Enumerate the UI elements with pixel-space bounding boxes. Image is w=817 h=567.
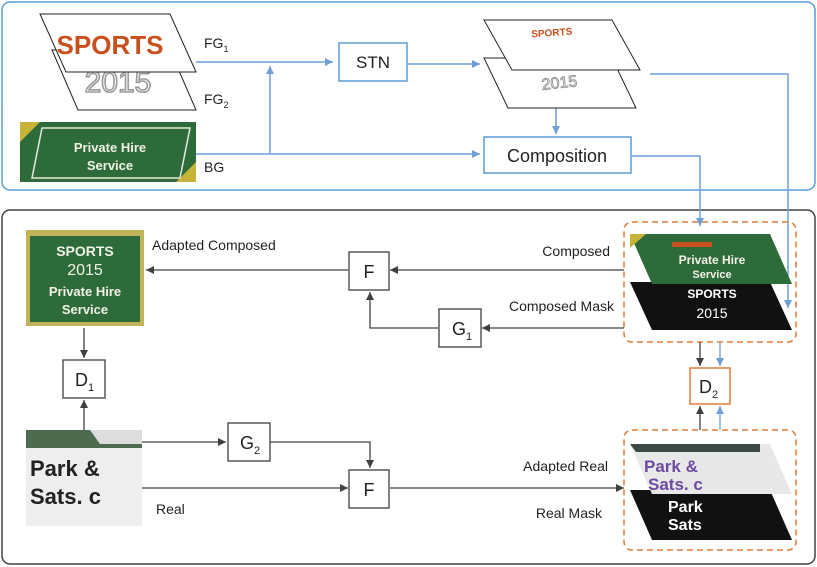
- svg-text:Park &: Park &: [30, 456, 100, 481]
- fg1-thumbnail: SPORTS: [39, 13, 197, 73]
- composed-mask-label: Composed Mask: [509, 298, 615, 314]
- g1-label: G1: [452, 319, 472, 343]
- svg-text:Sats. c: Sats. c: [30, 484, 101, 509]
- fg2-label: FG2: [204, 91, 228, 110]
- bottom-flow-arrows: [80, 266, 704, 492]
- bg-thumb-text-line2: Service: [87, 158, 133, 173]
- bg-label: BG: [204, 159, 224, 175]
- bottom-section-frame: [1, 209, 816, 565]
- svg-text:Service: Service: [692, 269, 731, 281]
- g2-label: G2: [240, 433, 260, 457]
- svg-text:Sats: Sats: [668, 517, 702, 534]
- svg-text:Private Hire: Private Hire: [679, 253, 746, 267]
- real-thumbnail: Park & Sats. c: [26, 430, 142, 526]
- stn-output-fg1: SPORTS: [483, 19, 641, 71]
- real-mask-label: Real Mask: [536, 505, 603, 521]
- fg1-label: FG1: [204, 35, 228, 54]
- f-bottom-box: [348, 469, 390, 509]
- composition-box: [483, 136, 632, 174]
- composed-mask-thumbnail: SPORTS 2015: [630, 282, 792, 330]
- adapted-real-thumbnail: Park & Sats. c: [630, 444, 792, 494]
- composition-label: Composition: [507, 146, 607, 166]
- svg-text:Sats. c: Sats. c: [648, 475, 703, 494]
- g2-box: [227, 422, 271, 462]
- real-mask-thumbnail: Park Sats: [630, 490, 792, 540]
- d1-label: D1: [75, 370, 94, 394]
- composed-label: Composed: [542, 243, 610, 259]
- f-top-label: F: [364, 262, 375, 282]
- svg-text:Park: Park: [668, 499, 703, 516]
- svg-text:SPORTS: SPORTS: [687, 287, 736, 301]
- top-flow-arrows: [196, 58, 792, 308]
- svg-text:SPORTS: SPORTS: [531, 27, 573, 41]
- top-section-frame: [1, 1, 816, 191]
- bg-thumbnail: Private Hire Service: [20, 122, 196, 182]
- svg-text:2015: 2015: [541, 73, 578, 94]
- svg-text:2015: 2015: [67, 262, 103, 279]
- adapted-real-label: Adapted Real: [523, 458, 608, 474]
- d1-box: [62, 359, 106, 399]
- adapted-composed-label: Adapted Composed: [152, 237, 276, 253]
- svg-text:2015: 2015: [696, 305, 727, 321]
- f-bottom-label: F: [364, 480, 375, 500]
- svg-text:Private Hire: Private Hire: [49, 284, 121, 299]
- d2-label: D2: [699, 377, 718, 401]
- f-top-box: [348, 251, 390, 291]
- bg-thumb-text-line1: Private Hire: [74, 140, 146, 155]
- composed-thumbnail: Private Hire Service: [630, 234, 792, 284]
- svg-text:SPORTS: SPORTS: [56, 243, 114, 259]
- stn-box: [338, 42, 408, 82]
- stn-label: STN: [356, 53, 390, 72]
- composed-group-frame: [623, 221, 797, 343]
- g1-box: [438, 308, 482, 348]
- svg-text:Park &: Park &: [644, 457, 698, 476]
- fg1-thumb-text: SPORTS: [57, 30, 164, 60]
- svg-text:Service: Service: [62, 302, 108, 317]
- adapted-composed-thumbnail: SPORTS 2015 Private Hire Service: [26, 230, 144, 326]
- real-group-frame: [623, 429, 797, 551]
- d2-box: [689, 367, 731, 405]
- real-label: Real: [156, 501, 185, 517]
